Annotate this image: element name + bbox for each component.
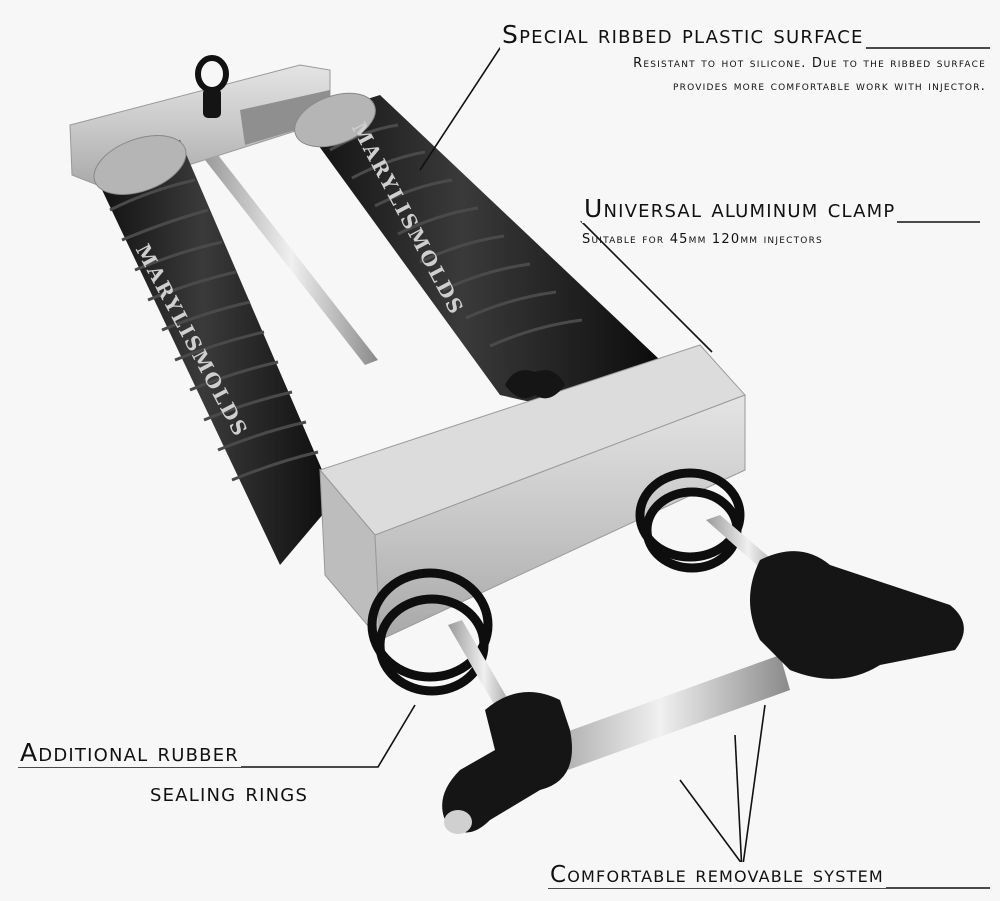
back-wing-screw — [195, 55, 229, 118]
left-ribbed-handle — [93, 135, 335, 565]
rings-callout-title-line-1: Additional rubber — [18, 738, 242, 767]
side-rod — [205, 155, 378, 365]
rings-callout-title-line-2: sealing rings — [148, 778, 311, 807]
surface-description-line-1: Resistant to hot silicone. Due to the ri… — [633, 56, 986, 71]
clamp-callout-description: Suitable for 45mm 120mm injectors — [582, 232, 823, 247]
surface-callout-description: Resistant to hot silicone. Due to the ri… — [633, 52, 986, 98]
clamp-callout-title: Universal aluminum clamp — [582, 194, 898, 223]
front-wing-screw — [505, 370, 565, 399]
surface-callout-title: Special ribbed plastic surface — [500, 20, 866, 49]
right-ribbed-handle — [294, 92, 660, 420]
removable-system-callout-title: Comfortable removable system — [548, 862, 886, 888]
t-handles — [442, 551, 964, 834]
surface-description-line-2: provides more comfortable work with inje… — [673, 79, 986, 94]
